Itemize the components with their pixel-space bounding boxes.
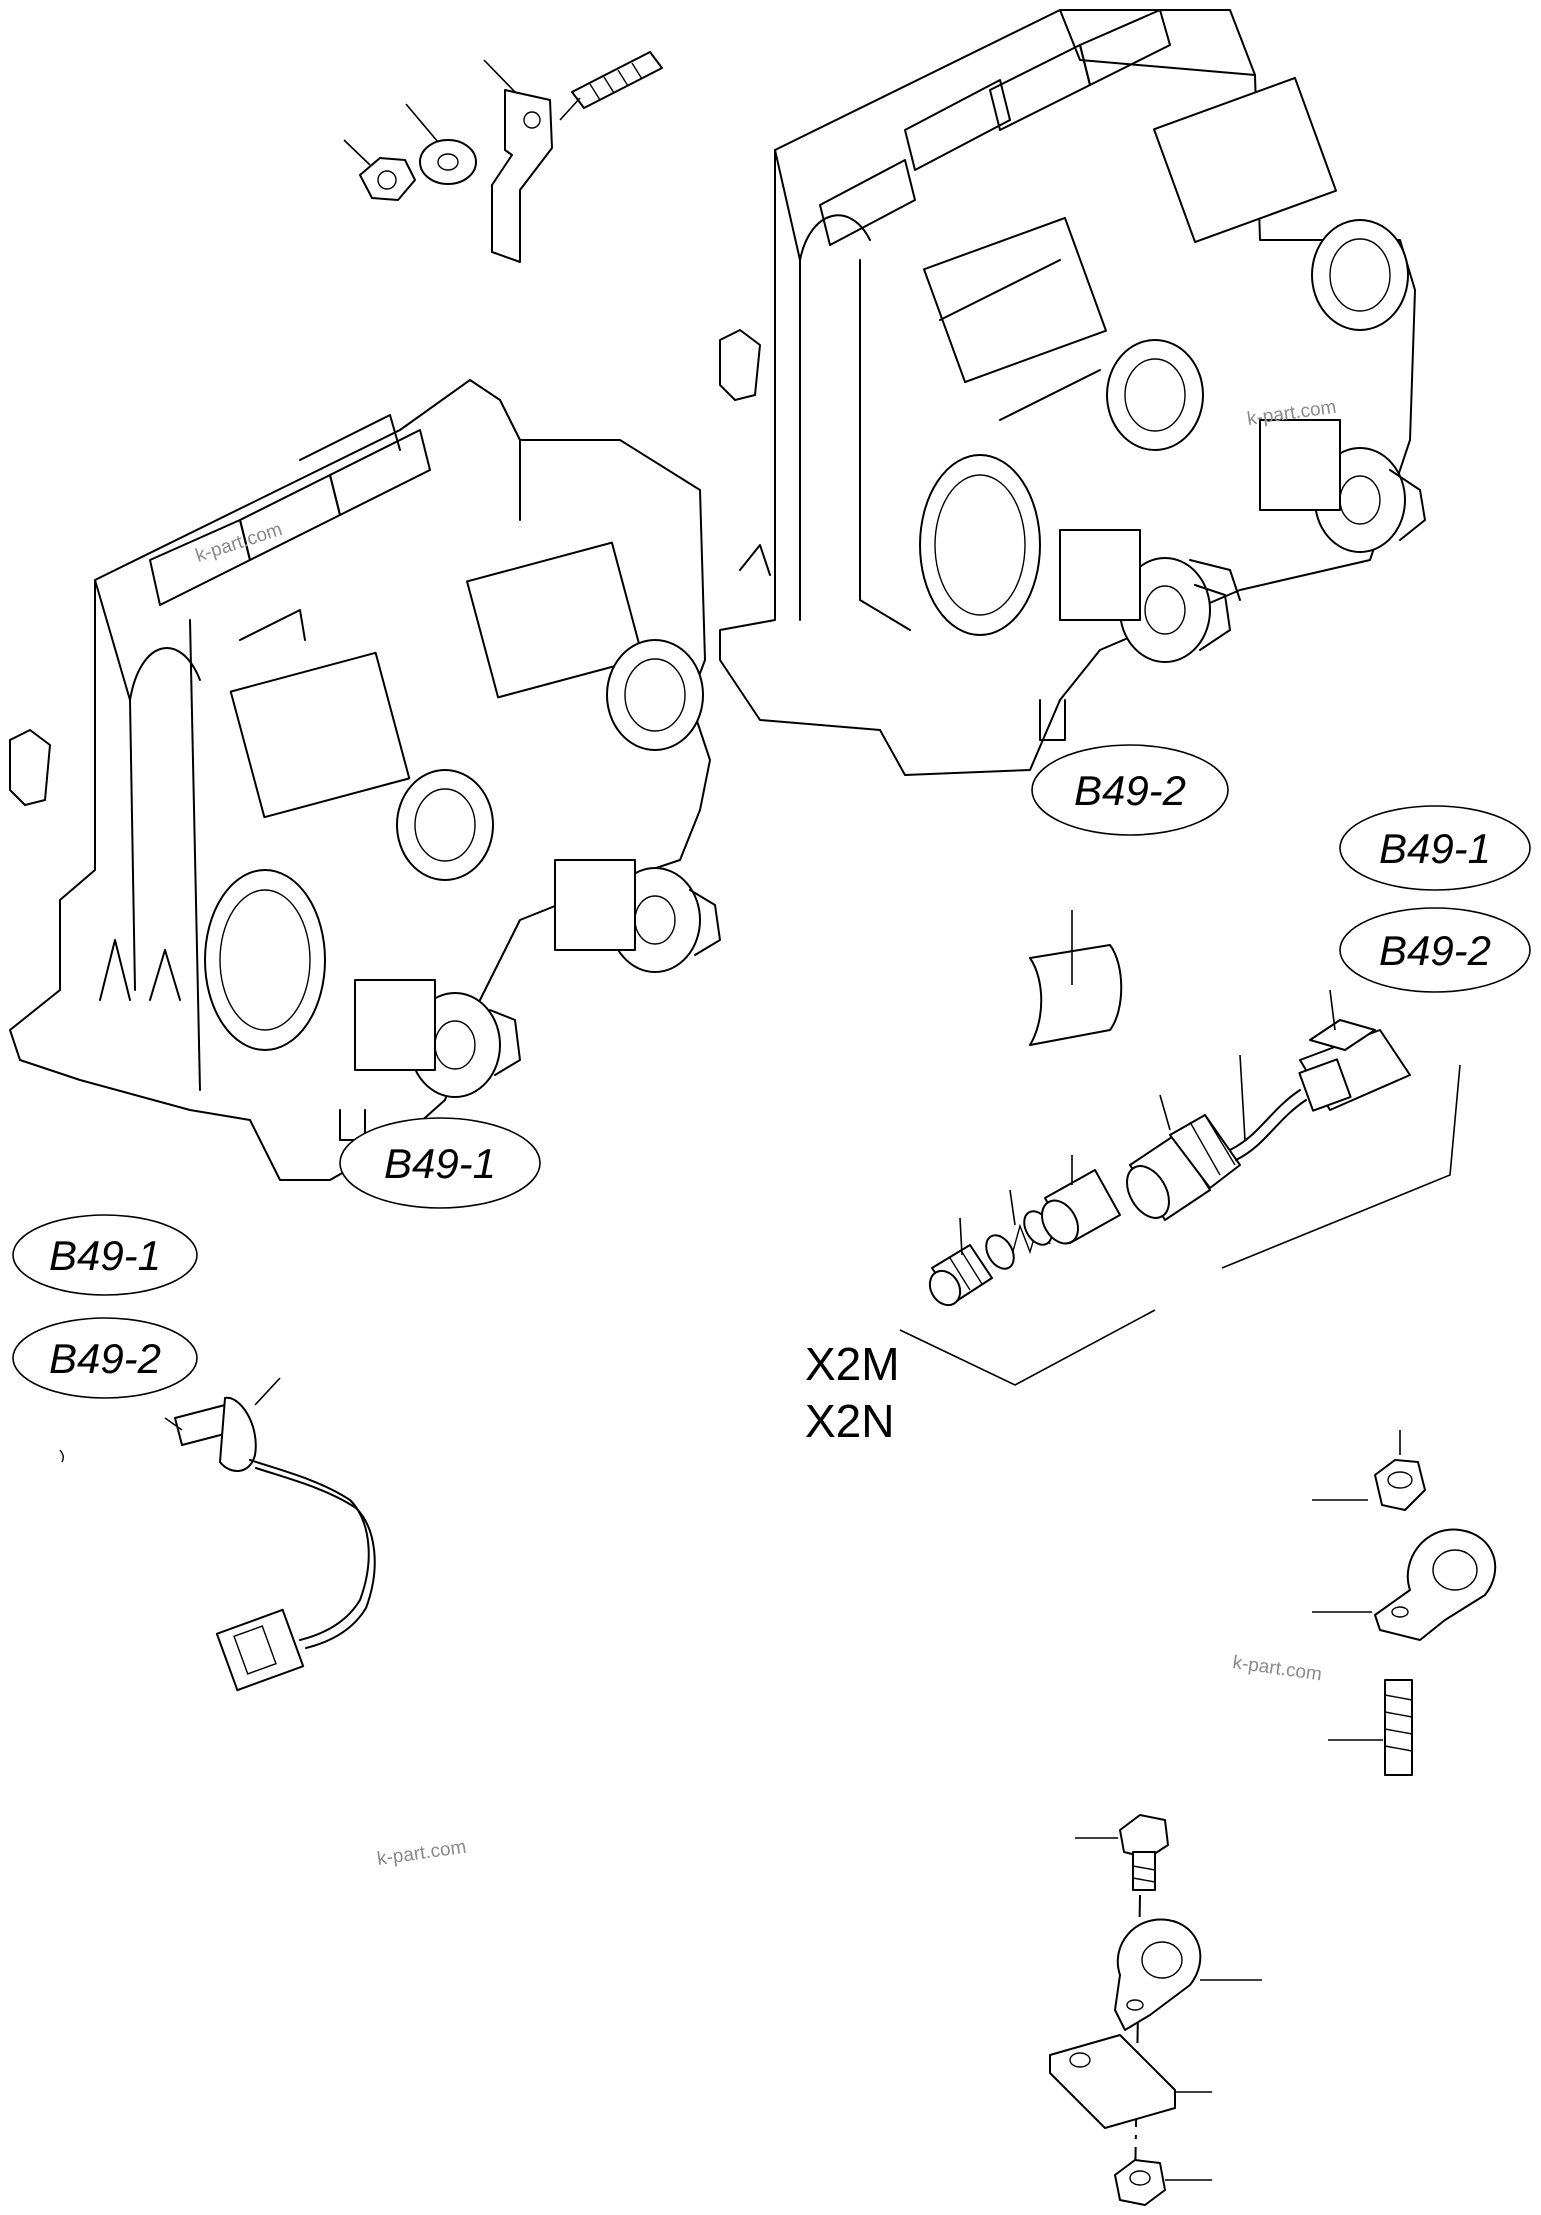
spring-seat bbox=[1040, 1155, 1121, 1245]
callout-left-sensor-upper: B49-1 bbox=[12, 1214, 198, 1296]
clamp-hardware-upper bbox=[1312, 1430, 1497, 1776]
mounting-bracket bbox=[483, 59, 553, 263]
callout-left-center: B49-1 bbox=[339, 1117, 541, 1209]
hex-nut bbox=[1114, 2159, 1212, 2206]
screw-plug bbox=[928, 1217, 993, 1307]
hex-nut bbox=[343, 139, 416, 201]
hex-nut bbox=[1312, 1430, 1426, 1511]
pump-assembly-left bbox=[9, 379, 721, 1181]
callout-label: B49-1 bbox=[384, 1140, 496, 1187]
watermark: k-part.com bbox=[1231, 1652, 1323, 1685]
p-clamp bbox=[1312, 1528, 1497, 1641]
callout-label: B49-1 bbox=[49, 1232, 161, 1279]
temperature-sensor bbox=[59, 1377, 376, 1692]
stud bbox=[1328, 1679, 1413, 1776]
exploded-bracket bbox=[899, 1309, 1156, 1386]
callout-label: B49-1 bbox=[1379, 825, 1491, 872]
stud-bolt bbox=[559, 51, 663, 121]
watermark: k-part.com bbox=[376, 1837, 468, 1870]
connector-exploded-group bbox=[899, 910, 1461, 1386]
spring bbox=[985, 1189, 1053, 1270]
exploded-bracket bbox=[1221, 1064, 1461, 1269]
pump-assembly-upper bbox=[719, 9, 1426, 776]
mounting-plate bbox=[1049, 2034, 1212, 2129]
flat-washer bbox=[405, 103, 477, 185]
callout-left-sensor-lower: B49-2 bbox=[12, 1317, 198, 1399]
sensor-body bbox=[1126, 1094, 1241, 1221]
callout-label: B49-2 bbox=[49, 1335, 161, 1382]
hose-section bbox=[1029, 910, 1123, 1046]
model-codes: X2M X2N bbox=[805, 1338, 900, 1447]
clamp-hardware-lower bbox=[1049, 1814, 1262, 2206]
model-code: X2M bbox=[805, 1338, 900, 1390]
sensor-wire bbox=[1229, 1054, 1307, 1161]
callout-right-upper: B49-1 bbox=[1339, 805, 1531, 891]
p-clamp bbox=[1114, 1918, 1262, 2031]
hex-bolt bbox=[1075, 1814, 1169, 1891]
connector-housing bbox=[1298, 989, 1411, 1112]
callout-label: B49-2 bbox=[1074, 767, 1186, 814]
callout-label: B49-2 bbox=[1379, 927, 1491, 974]
bracket-hardware-group bbox=[343, 51, 663, 263]
callout-right-lower: B49-2 bbox=[1339, 907, 1531, 993]
model-code: X2N bbox=[805, 1395, 894, 1447]
callout-top-center: B49-2 bbox=[1031, 744, 1229, 836]
